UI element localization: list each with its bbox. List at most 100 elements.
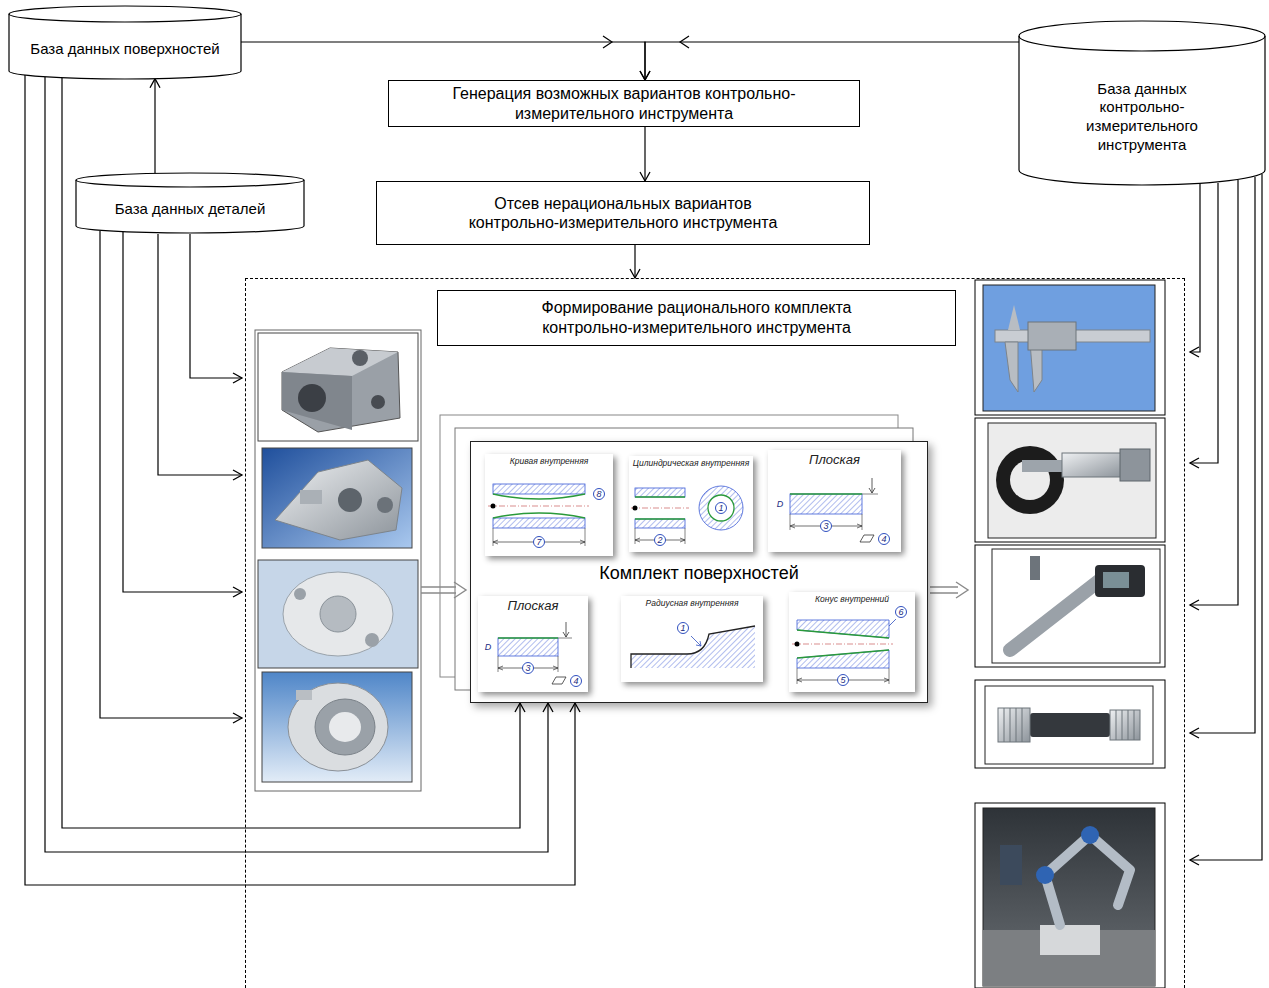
surface-sketch	[485, 454, 613, 556]
instrument-photos	[985, 686, 1153, 764]
instrument-photos	[1005, 342, 1018, 392]
surface-name: Цилиндрическая внутренняя	[629, 456, 753, 469]
sketch-line	[631, 626, 755, 668]
instrument-photos	[1010, 580, 1100, 650]
database-cylinder: База данных деталей	[75, 172, 305, 234]
callout-number: 4	[878, 533, 890, 545]
part-photos	[298, 384, 326, 412]
callout-number: 4	[570, 675, 582, 687]
instrument-photos	[1008, 305, 1020, 330]
sketch-line	[631, 626, 755, 668]
node-text: Комплект поверхностей	[471, 563, 927, 585]
sketch-line	[558, 638, 572, 639]
callout-number: 1	[677, 622, 689, 634]
flow-arrow	[154, 79, 155, 174]
sketch-line	[493, 518, 585, 528]
sketch-line	[635, 519, 685, 528]
part-photos	[320, 596, 356, 632]
sketch-line	[631, 508, 689, 509]
part-photos	[258, 560, 418, 668]
callout-number: D	[482, 641, 494, 653]
sketch-line	[493, 513, 585, 518]
part-photos	[255, 330, 421, 791]
part-photos	[288, 683, 388, 771]
hollow-arrows	[956, 582, 968, 598]
sketch-line	[491, 504, 496, 509]
instrument-photos	[1036, 866, 1054, 884]
part-photos	[371, 395, 385, 409]
cylinder-body	[76, 173, 304, 233]
instrument-photos	[1028, 322, 1076, 350]
surface-name: Плоская	[478, 596, 588, 614]
instrument-photos	[1081, 826, 1099, 844]
feed-arrows	[1190, 184, 1200, 352]
instrument-photos	[975, 680, 1165, 768]
cylinder-rim	[76, 180, 304, 187]
callout-number: 3	[522, 662, 534, 674]
part-photos	[262, 672, 412, 782]
part-photos	[282, 348, 400, 432]
callout-number: 1	[715, 502, 727, 514]
hollow-arrows	[930, 587, 958, 593]
flow-arrow	[241, 42, 645, 80]
cylinder-body	[9, 6, 241, 79]
instrument-photos	[1000, 845, 1022, 885]
hollow-arrows	[421, 587, 456, 593]
part-photos	[282, 348, 398, 376]
part-photos	[377, 497, 393, 513]
flow-arrow	[644, 127, 645, 181]
callout-number: 6	[895, 606, 907, 618]
node-text: База данных контрольно-измерительного ин…	[1062, 80, 1222, 155]
sketch-line	[797, 650, 889, 668]
node-text: Формирование рационального комплекта кон…	[437, 290, 956, 346]
sketch-line	[498, 638, 558, 656]
part-photos	[262, 448, 412, 548]
surface-sketch-card: Кривая внутренняя87	[485, 454, 613, 556]
instrument-photos	[1004, 708, 1134, 742]
part-photos	[315, 699, 375, 755]
part-photos	[365, 633, 379, 647]
sketch-line	[699, 486, 743, 530]
instrument-photos	[1110, 710, 1140, 740]
hollow-arrows	[454, 582, 466, 598]
node-text: Генерация возможных вариантов контрольно…	[452, 84, 797, 122]
cylinder-rim	[1019, 36, 1265, 51]
part-photos	[338, 488, 362, 512]
instrument-photos	[988, 423, 1156, 538]
node-text: Отсев нерациональных вариантов контрольн…	[451, 194, 796, 232]
instrument-photos	[1030, 713, 1110, 737]
part-photos	[329, 712, 361, 742]
feed-arrows	[100, 231, 242, 718]
sketch-line	[797, 620, 889, 638]
callout-number: 8	[593, 488, 605, 500]
sketch-line	[790, 494, 862, 514]
feed-arrows	[1190, 177, 1255, 733]
part-photos	[296, 690, 312, 700]
process-box: Отсев нерациональных вариантов контрольн…	[376, 181, 870, 245]
sketch-line	[691, 636, 701, 646]
part-photos	[258, 333, 418, 441]
surface-sketch-card: Конус внутренний65	[789, 592, 915, 692]
surface-sketch-card: Цилиндрическая внутренняя21	[629, 456, 753, 552]
instrument-photos	[975, 280, 1165, 415]
surface-sketch-card: Радиусная внутренняя 1	[621, 596, 763, 682]
feed-arrows	[158, 234, 242, 475]
sketch-line	[792, 644, 893, 645]
node-text: База данных деталей	[115, 200, 266, 219]
instrument-photos	[975, 418, 1165, 542]
part-photos	[275, 460, 402, 540]
flow-arrow	[634, 245, 635, 278]
flow-arrow	[645, 42, 1019, 80]
callout-number: 5	[837, 674, 849, 686]
instrument-photos	[1030, 556, 1040, 580]
instrument-photos	[975, 280, 1165, 988]
sketch-line	[708, 495, 734, 521]
cylinder-rim	[9, 14, 241, 22]
surface-set-card: Комплект поверхностей Кривая внутренняя87…	[470, 441, 928, 703]
surface-name: Радиусная внутренняя	[621, 596, 763, 609]
surface-sketch-card: ПлоскаяD 3 4	[478, 596, 588, 692]
sketch-line	[862, 494, 878, 495]
feed-arrows	[123, 232, 242, 592]
instrument-photos	[983, 285, 1155, 411]
database-cylinder: База данных контрольно-измерительного ин…	[1018, 20, 1266, 186]
